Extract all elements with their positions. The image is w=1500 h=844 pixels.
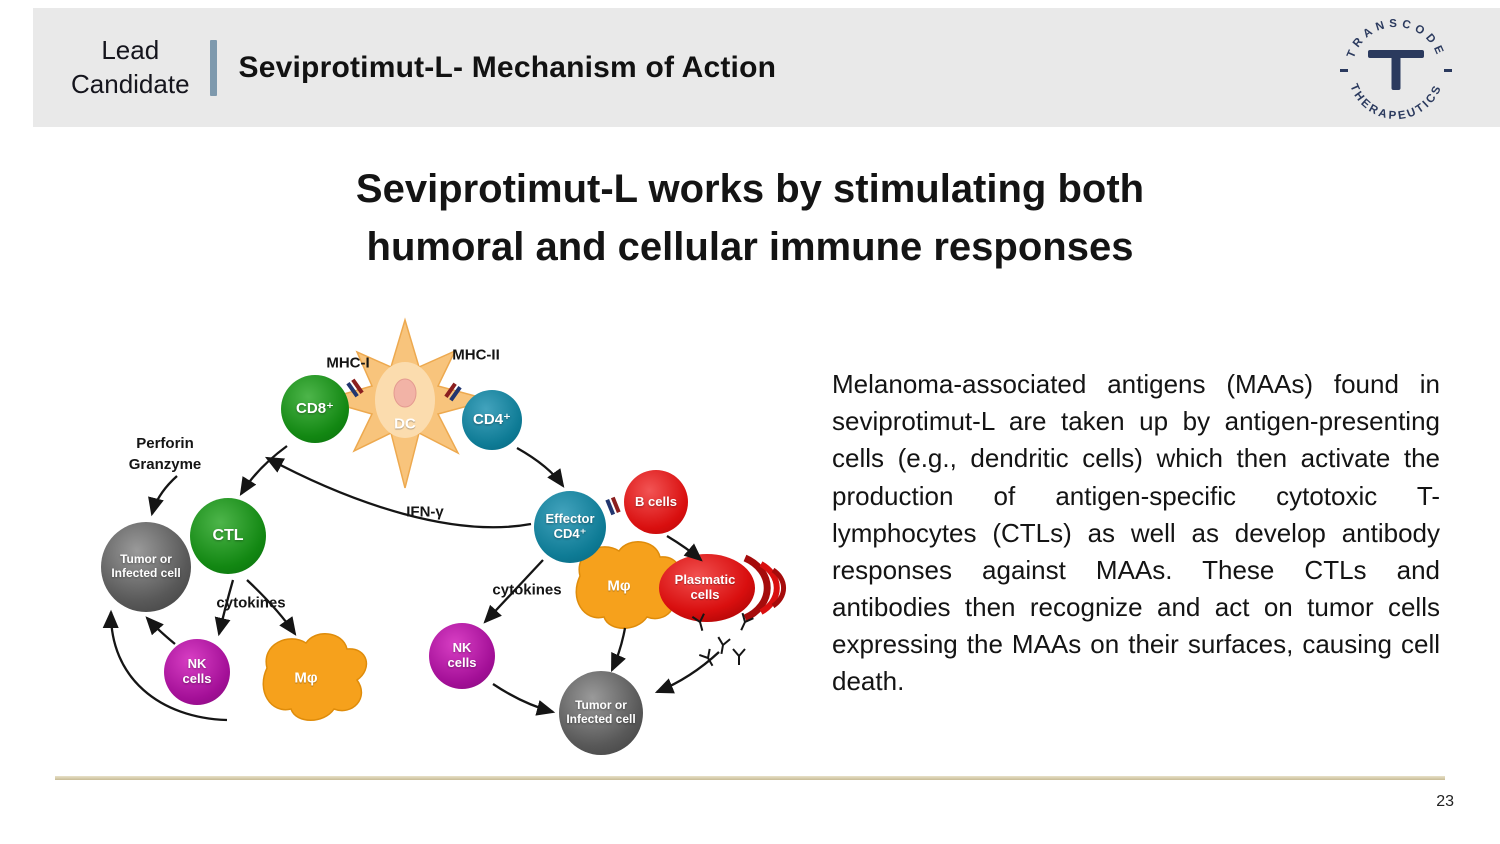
tumor-bottom-line1: Tumor or (575, 698, 627, 713)
cd8-label: CD8⁺ (296, 400, 334, 418)
nk-right-line1: NK (452, 640, 472, 656)
plasmatic-cells-shape (659, 554, 787, 622)
heading-line1: Seviprotimut-L works by stimulating both (355, 167, 1145, 211)
kicker-line1: Lead (101, 34, 160, 65)
tumor-cell-left: Tumor or Infected cell (101, 522, 191, 612)
nk-left-line2: cells (182, 671, 212, 686)
mhc2-label: MHC-II (452, 346, 500, 364)
nk-cells-right: NK cells (429, 623, 495, 689)
antibody-icons (691, 612, 754, 667)
heading-line2: humoral and cellular immune responses (366, 225, 1134, 269)
lead-candidate-label: Lead Candidate (71, 34, 190, 102)
perforin-label: Perforin (136, 435, 194, 452)
plasmatic-line2: cells (690, 587, 720, 602)
mhc1-label: MHC-I (326, 354, 370, 372)
logo-t-mark-icon (1340, 50, 1452, 90)
tumor-bottom-line2: Infected cell (566, 712, 636, 726)
perforin-granzyme-label: Perforin Granzyme (129, 433, 202, 475)
mhc1-connector-icon (346, 378, 364, 398)
b-cells: B cells (624, 470, 688, 534)
effector-cd4-cell: Effector CD4⁺ (534, 491, 606, 563)
page-number: 23 (1436, 793, 1454, 810)
transcode-therapeutics-logo: TRANSCODE THERAPEUTICS (1336, 11, 1456, 131)
tumor-cell-bottom: Tumor or Infected cell (559, 671, 643, 755)
macrophage-left-label: Mφ (294, 669, 318, 687)
kicker-line2: Candidate (71, 68, 190, 99)
nk-left-line1: NK (187, 656, 207, 672)
dendritic-cell-shape (320, 317, 493, 489)
granzyme-label: Granzyme (128, 456, 202, 473)
effector-line2: CD4⁺ (553, 526, 587, 541)
cytokines-left-label: cytokines (216, 594, 286, 612)
description-paragraph: Melanoma-associated antigens (MAAs) foun… (832, 369, 1440, 697)
ctl-cell: CTL (190, 498, 266, 574)
macrophage-left-shape (262, 633, 368, 721)
plasmatic-cells-label: Plasmatic cells (674, 572, 736, 603)
cd4-label: CD4⁺ (473, 411, 511, 429)
antibody-icon (691, 613, 705, 631)
slide-title: Seviprotimut-L- Mechanism of Action (238, 50, 777, 84)
effector-bcell-connector-icon (605, 496, 621, 516)
header-bar: Lead Candidate Seviprotimut-L- Mechanism… (33, 8, 1500, 127)
nk-cells-left: NK cells (164, 639, 230, 705)
tumor-left-line1: Tumor or (120, 552, 172, 567)
antibody-icon (732, 648, 746, 665)
effector-line1: Effector (545, 511, 595, 527)
macrophage-right-label: Mφ (607, 577, 631, 595)
header-accent-divider (209, 39, 217, 96)
ifn-gamma-label: IFN-γ (406, 503, 444, 521)
mhc2-connector-icon (444, 382, 462, 402)
cd4-cell: CD4⁺ (462, 390, 522, 450)
diagram-arrows (102, 445, 720, 722)
cd8-cell: CD8⁺ (281, 375, 349, 443)
cytokines-right-label: cytokines (492, 581, 562, 599)
mechanism-diagram: CD8⁺ CD4⁺ CTL Tumor or Infected cell NK … (55, 300, 825, 775)
b-cells-label: B cells (635, 493, 677, 509)
plasmatic-line1: Plasmatic (674, 572, 736, 588)
dc-label: DC (394, 415, 416, 433)
bottom-rule (55, 776, 1445, 780)
ctl-label: CTL (212, 526, 244, 544)
antibody-icon (698, 648, 714, 667)
diagram-graphics-layer (102, 317, 787, 722)
tumor-left-line2: Infected cell (111, 566, 181, 580)
main-heading: Seviprotimut-L works by stimulating both… (0, 160, 1500, 276)
nk-right-line2: cells (447, 655, 477, 670)
logo-graphic: TRANSCODE THERAPEUTICS (1340, 18, 1452, 122)
antibody-icon (717, 636, 731, 655)
antibody-icon (740, 612, 754, 631)
